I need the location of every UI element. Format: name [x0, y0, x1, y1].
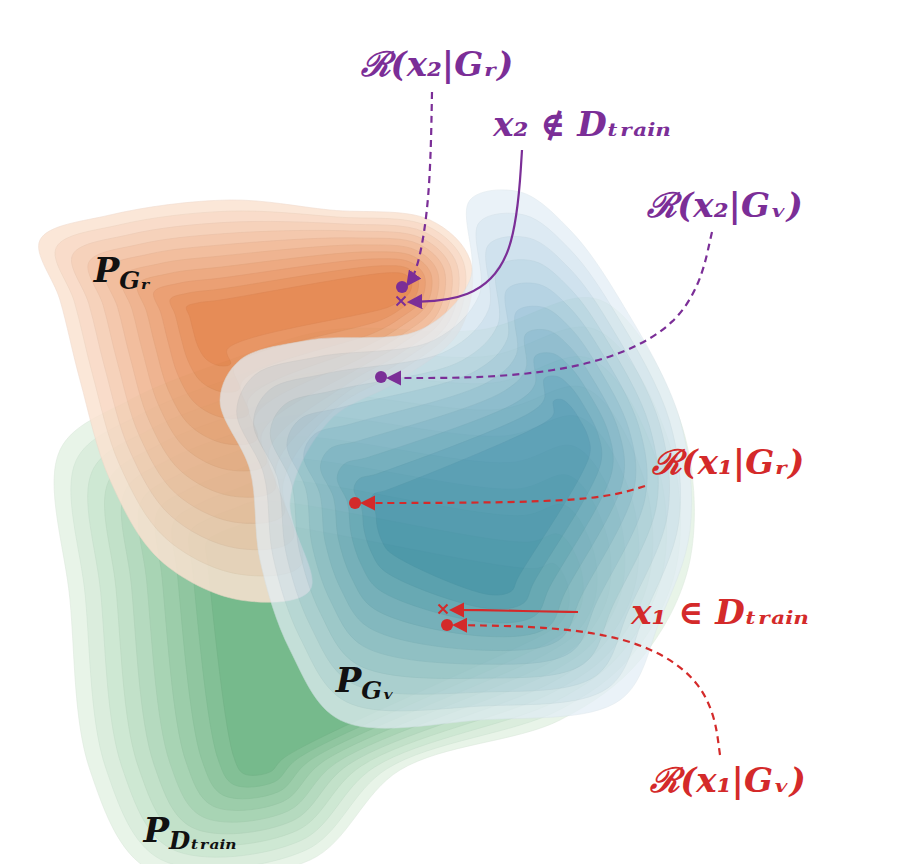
contour-level	[354, 376, 602, 609]
contour-level	[337, 353, 613, 623]
point-label: x₂ ∉ Dₜᵣₐᵢₙ	[493, 104, 671, 145]
contour-level	[320, 329, 624, 636]
point-label: ℛ(x₂|Gᵥ)	[647, 185, 802, 226]
distribution-name: PGᵣ	[94, 250, 151, 291]
leader-line	[389, 232, 712, 378]
contour-level	[270, 260, 658, 679]
contour-level	[237, 213, 681, 711]
leader-line	[363, 486, 645, 503]
leader-line	[455, 625, 720, 755]
sample-dot	[396, 281, 408, 293]
point-label: ℛ(x₁|Gᵣ)	[652, 442, 805, 483]
point-label: ℛ(x₁|Gᵥ)	[650, 760, 805, 801]
distribution-name: PGᵥ	[336, 660, 395, 701]
leader-line	[408, 92, 432, 284]
contour-level	[220, 190, 692, 728]
sample-dot	[349, 497, 361, 509]
sample-dot	[441, 619, 453, 631]
point-label: ℛ(x₂|Gᵣ)	[361, 44, 514, 85]
contour-level	[304, 306, 636, 650]
point-label: x₁ ∈ Dₜᵣₐᵢₙ	[631, 592, 809, 633]
contour-level	[287, 283, 647, 664]
density-blob	[220, 190, 692, 728]
sample-dot	[375, 371, 387, 383]
data-point-cross	[397, 297, 406, 306]
leader-line	[452, 610, 578, 612]
data-point-cross	[439, 605, 448, 614]
contour-level	[371, 399, 591, 595]
leader-line	[410, 150, 522, 302]
distribution-name: PDₜᵣₐᵢₙ	[143, 810, 236, 851]
